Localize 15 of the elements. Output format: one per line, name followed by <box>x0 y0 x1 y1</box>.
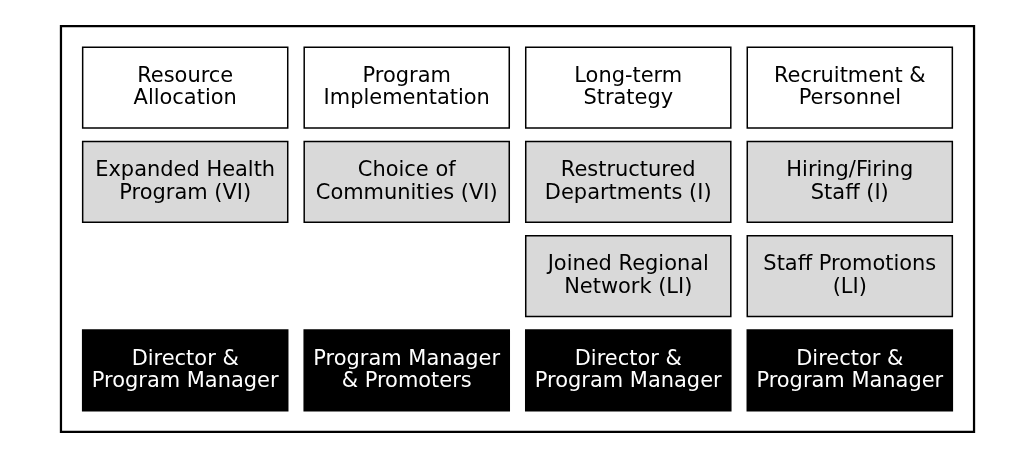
node-box: Restructured Departments (I) <box>524 140 732 223</box>
node-box: Hiring/Firing Staff (I) <box>746 140 953 223</box>
node-box: Expanded Health Program (VI) <box>81 140 288 223</box>
node-box: Joined Regional Network (LI) <box>524 235 732 318</box>
node-box: Program Manager & Promoters <box>302 329 510 412</box>
node-box: Director & Program Manager <box>81 329 288 412</box>
node-box: Staff Promotions (LI) <box>746 235 953 318</box>
node-box: Resource Allocation <box>81 46 288 129</box>
cluster <box>59 25 975 433</box>
node-box: Program Implementation <box>302 46 510 129</box>
node-box: Choice of Communities (VI) <box>302 140 510 223</box>
node-box: Long-term Strategy <box>524 46 732 129</box>
node-box: Recruitment & Personnel <box>746 46 953 129</box>
node-box: Director & Program Manager <box>524 329 732 412</box>
node-box: Director & Program Manager <box>746 329 953 412</box>
